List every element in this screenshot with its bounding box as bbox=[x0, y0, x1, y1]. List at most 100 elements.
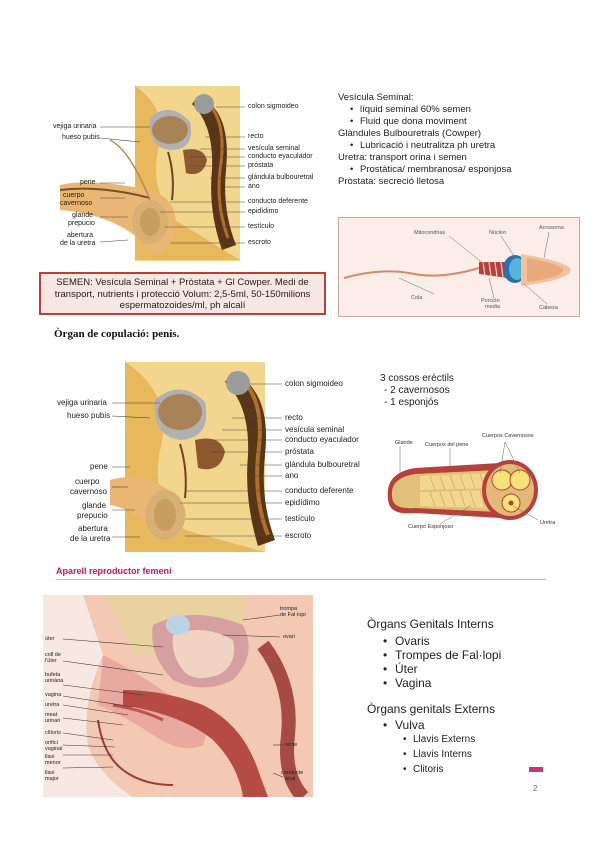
sperm-illustration bbox=[343, 231, 571, 305]
female-anatomy-figure: trompa de Fal·lopi ovari úter coll de l'… bbox=[43, 595, 313, 797]
label-ano: ano bbox=[248, 183, 260, 190]
label2-colon: colon sigmoideo bbox=[285, 379, 343, 388]
label-cavernoso: cavernoso bbox=[60, 200, 93, 207]
vulva-item: Llavis Externs bbox=[367, 732, 567, 747]
label2-testiculo: testículo bbox=[285, 514, 315, 523]
female-label-trompa: trompa bbox=[280, 606, 298, 612]
label2-glandula: glándula bulbouretral bbox=[285, 460, 360, 469]
female-label-ovari: ovari bbox=[283, 634, 295, 640]
label-abertura: abertura bbox=[67, 232, 94, 239]
sperm-label-acrosoma: Acrosoma bbox=[539, 225, 564, 231]
page-number: 2 bbox=[533, 784, 538, 793]
label2-prepucio: prepucio bbox=[77, 511, 108, 520]
interns-item: Ovaris bbox=[367, 634, 567, 648]
label2-cuerpo: cuerpo bbox=[75, 477, 100, 486]
glandules-title: Glàndules Bulbouretrals (Cowper) bbox=[338, 128, 482, 139]
vulva-item: Clitoris bbox=[367, 762, 567, 777]
organs-list: Òrgans Genitals Interns Ovaris Trompes d… bbox=[367, 617, 567, 777]
female-label-uter: úter bbox=[45, 636, 55, 642]
penis-cross-section: Glande Cuerpos Cavernosos Cuerpos del pe… bbox=[380, 428, 560, 533]
page-marker bbox=[529, 767, 543, 772]
label-colon: colon sigmoideo bbox=[248, 103, 299, 110]
female-label-llavi-major-1: llavi bbox=[45, 770, 55, 776]
label-recto: recto bbox=[248, 133, 264, 140]
erectil-title: 3 cossos erèctils bbox=[380, 373, 454, 384]
semen-line-1: SEMEN: Vesícula Seminal + Pròstata + Gl … bbox=[56, 277, 309, 288]
semen-line-3: espermatozoides/ml, ph alcalí bbox=[119, 300, 246, 311]
label-hueso: hueso pubis bbox=[62, 134, 100, 141]
female-label-clitoris: clítoris bbox=[45, 730, 61, 736]
female-label-recto: recte bbox=[285, 742, 298, 748]
vesicula-item: Fluid que dona moviment bbox=[338, 116, 568, 128]
label2-pene: pene bbox=[90, 462, 108, 471]
interns-title: Òrgans Genitals Interns bbox=[367, 617, 494, 631]
label-prepucio: prepucio bbox=[68, 220, 95, 227]
semen-line-2: transport, nutrients i protecció Volum: … bbox=[54, 288, 311, 300]
sperm-label-nucleo: Núcleo bbox=[489, 230, 507, 236]
penis-label-cuerpo-esponjoso: Cuerpo Esponjoso bbox=[408, 524, 454, 530]
organ-copulacio-heading: Òrgan de copulació: penis. bbox=[54, 328, 180, 340]
female-label-meat-2: urinari bbox=[45, 718, 61, 724]
erectil-item: - 2 cavernosos bbox=[384, 385, 450, 396]
female-label-llavi-menor-1: llavi bbox=[45, 754, 55, 760]
female-label-orifici-1: orifici bbox=[45, 740, 58, 746]
label-vejiga: vejiga urinaria bbox=[53, 123, 97, 130]
interns-item: Vagina bbox=[367, 676, 567, 690]
externs-title: Òrgans genitals Externs bbox=[367, 702, 496, 716]
female-label-conducte-1: conducte bbox=[281, 770, 304, 776]
externs-item: Vulva bbox=[367, 718, 567, 732]
label2-prostata: próstata bbox=[285, 447, 314, 456]
female-label-llavi-major-2: major bbox=[45, 776, 59, 782]
female-label-bufeta-2: urinària bbox=[45, 678, 64, 684]
label2-epididimo: epidídimo bbox=[285, 498, 320, 507]
label-cuerpo: cuerpo bbox=[63, 192, 85, 199]
label2-cavernoso: cavernoso bbox=[70, 487, 107, 496]
female-label-coll-2: l'úter bbox=[45, 658, 57, 664]
label2-uretra: de la uretra bbox=[70, 534, 111, 543]
prostata-note: Pròstata: secreció lletosa bbox=[338, 176, 445, 187]
uretra-title: Uretra: transport orina i semen bbox=[338, 152, 467, 163]
sperm-label-cola: Cola bbox=[411, 295, 423, 301]
interns-item: Úter bbox=[367, 662, 567, 676]
label2-vejiga: vejiga urinaria bbox=[57, 398, 107, 407]
label2-vesicula: vesícula seminal bbox=[285, 425, 345, 434]
female-label-coll-1: coll de bbox=[45, 652, 61, 658]
female-anatomy-illustration bbox=[62, 595, 313, 797]
penis-cross-section-illustration bbox=[387, 441, 539, 525]
label-uretra: de la uretra bbox=[60, 240, 96, 247]
female-label-bufeta-1: bufeta bbox=[45, 672, 61, 678]
sperm-diagram: Mitocondrias Núcleo Acrosoma Cola Porció… bbox=[338, 217, 580, 317]
label-vesicula: vesícula seminal bbox=[248, 145, 300, 152]
label2-recto: recto bbox=[285, 413, 303, 422]
female-label-conducte-2: anal bbox=[285, 776, 296, 782]
vesicula-title: Vesícula Seminal: bbox=[338, 92, 414, 103]
label2-hueso: hueso pubis bbox=[67, 411, 111, 420]
label-deferente: conducto deferente bbox=[248, 198, 308, 205]
female-label-meat-1: meat bbox=[45, 712, 58, 718]
sperm-label-porcion: Porción bbox=[481, 298, 500, 304]
uretra-item: Prostàtica/ membranosa/ esponjosa bbox=[338, 164, 568, 176]
label-escroto: escroto bbox=[248, 239, 271, 246]
sperm-label-cabeza: Cabeza bbox=[539, 305, 558, 311]
label-glandula: glándula bulbouretral bbox=[248, 174, 314, 181]
section-heading-female: Aparell reproductor femení bbox=[56, 566, 546, 580]
label-testiculo: testículo bbox=[248, 223, 275, 230]
interns-item: Trompes de Fal·lopi bbox=[367, 648, 567, 662]
label2-escroto: escroto bbox=[285, 531, 312, 540]
label2-ano: ano bbox=[285, 471, 299, 480]
label-glande: glande bbox=[72, 212, 94, 219]
penis-label-glande: Glande bbox=[395, 440, 413, 446]
label2-deferente: conducto deferente bbox=[285, 486, 354, 495]
male-anatomy-illustration-1 bbox=[59, 86, 240, 261]
male-notes: Vesícula Seminal: líquid seminal 60% sem… bbox=[338, 92, 568, 188]
female-label-llavi-menor-2: menor bbox=[45, 760, 61, 766]
female-label-falopi: de Fal·lopi bbox=[280, 612, 306, 618]
vulva-item: Llavis Interns bbox=[367, 747, 567, 762]
male-figure-1-leader-lines bbox=[99, 106, 245, 244]
label2-conducto-eyaculador: conducto eyaculador bbox=[285, 435, 359, 444]
semen-box: SEMEN: Vesícula Seminal + Pròstata + Gl … bbox=[39, 272, 326, 315]
female-label-uretra: uretra bbox=[45, 702, 60, 708]
erectil-notes: 3 cossos erèctils - 2 cavernosos - 1 esp… bbox=[380, 373, 454, 409]
label2-glande: glande bbox=[82, 501, 107, 510]
